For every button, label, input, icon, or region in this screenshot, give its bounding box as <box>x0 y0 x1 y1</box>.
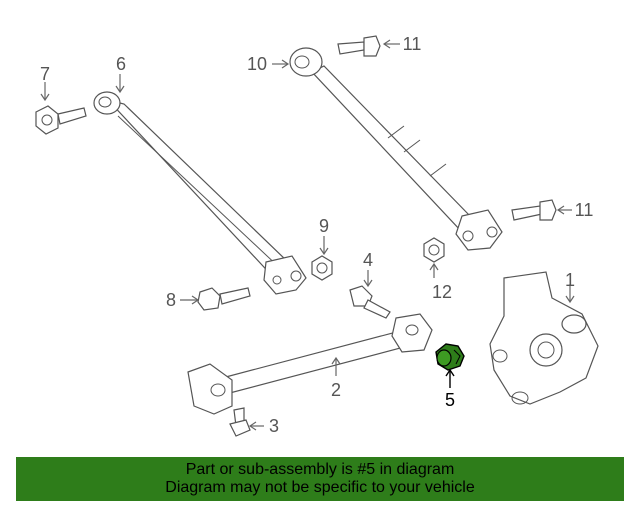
bolt-part-8 <box>197 287 251 311</box>
bolt-part-11-right <box>511 199 557 221</box>
lower-arm-part-2 <box>187 313 433 415</box>
callout-2: 2 <box>331 380 341 400</box>
callout-1: 1 <box>565 270 575 290</box>
bolt-part-3 <box>229 407 251 437</box>
callout-7: 7 <box>40 64 50 84</box>
callout-8: 8 <box>166 290 176 310</box>
callout-11-top: 11 <box>403 34 422 54</box>
knuckle-part-1 <box>489 271 599 405</box>
callout-10: 10 <box>247 54 267 74</box>
bolt-part-11-top <box>337 35 381 57</box>
bolt-part-4 <box>349 285 391 319</box>
callout-3: 3 <box>269 416 279 436</box>
parts-diagram: 7 6 10 11 11 9 12 4 1 8 2 3 5 <box>35 34 599 437</box>
banner-line-2: Diagram may not be specific to your vehi… <box>165 479 475 496</box>
callout-5: 5 <box>445 390 455 410</box>
info-banner: Part or sub-assembly is #5 in diagram Di… <box>16 457 624 501</box>
bushing-part-5[interactable] <box>435 343 465 371</box>
callout-leaders <box>40 39 575 431</box>
lateral-arm-part-6 <box>93 91 307 295</box>
nut-part-12 <box>423 237 445 263</box>
callout-4: 4 <box>363 250 373 270</box>
banner-line-1: Part or sub-assembly is #5 in diagram <box>185 461 455 478</box>
bolt-part-7 <box>35 105 87 135</box>
callout-12: 12 <box>432 282 452 302</box>
adjustable-arm-part-10 <box>289 47 503 251</box>
nut-part-9 <box>311 255 333 281</box>
callout-11-right: 11 <box>575 200 594 220</box>
callout-9: 9 <box>319 216 329 236</box>
callout-6: 6 <box>116 54 126 74</box>
